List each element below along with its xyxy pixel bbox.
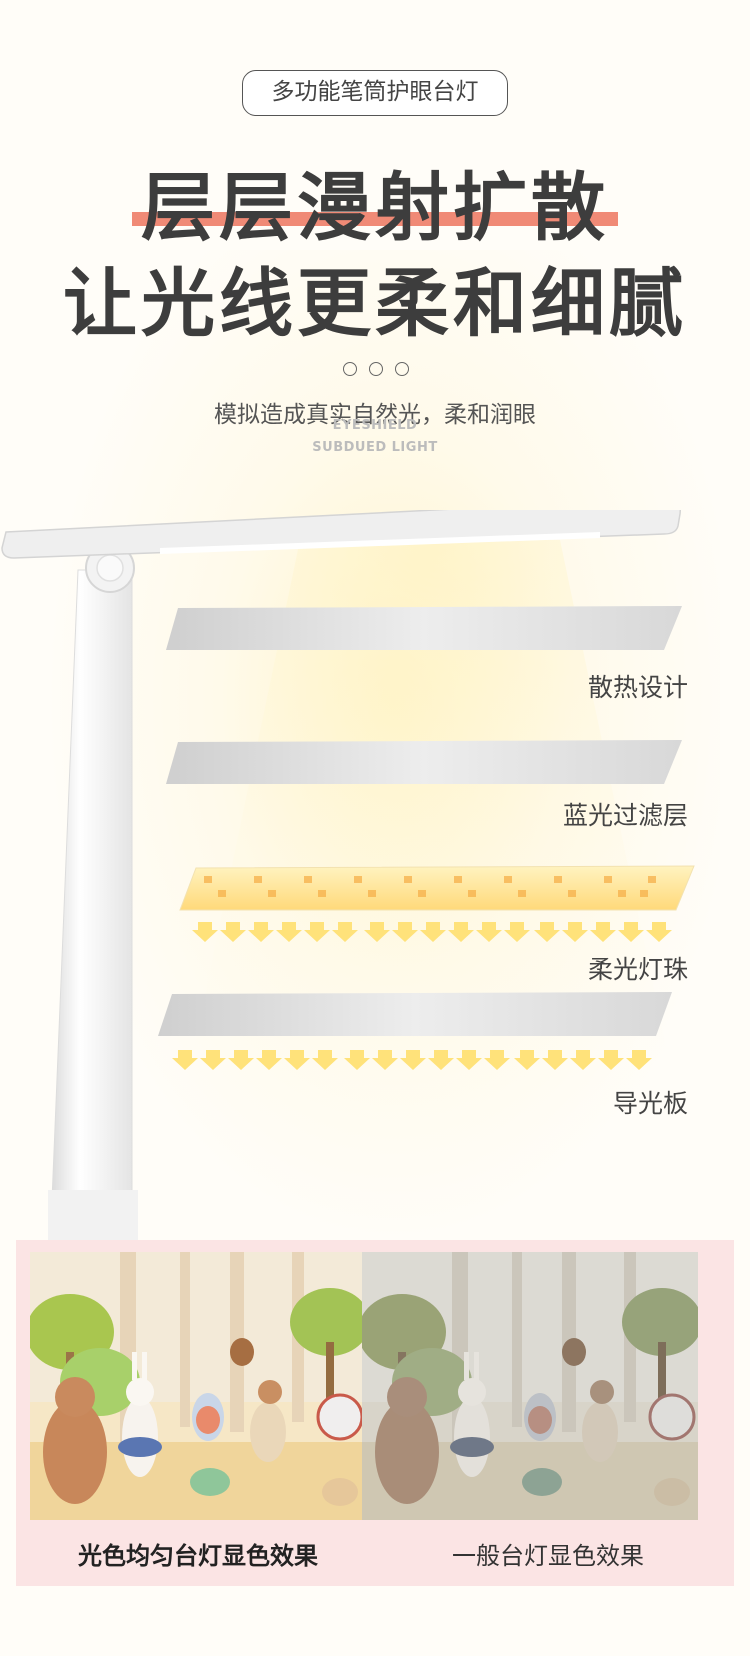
layer-label-heat-dissipation: 散热设计 [587, 673, 688, 702]
layer-label-blue-light-filter: 蓝光过滤层 [562, 801, 688, 830]
vivid-illustration-image [30, 1252, 366, 1520]
ordinary-lamp-caption: 一般台灯显色效果 [452, 1542, 644, 1570]
headline-line-2: 让光线更柔和细腻 [63, 261, 687, 347]
dull-illustration-image [362, 1252, 698, 1520]
english-tagline-1: EYESHIELD [332, 418, 418, 433]
english-tagline-2: SUBDUED LIGHT [312, 440, 438, 455]
headline-line-1: 层层漫射扩散 [141, 165, 609, 251]
subtitle: 模拟造成真实自然光，柔和润眼 [214, 402, 536, 428]
layer-label-soft-led: 柔光灯珠 [587, 955, 688, 984]
vivid-color-caption: 光色均匀台灯显色效果 [78, 1542, 318, 1570]
layer-label-light-guide: 导光板 [612, 1089, 688, 1118]
lamp-illustration [1, 510, 700, 1250]
decorative-dots [343, 362, 409, 376]
comparison-panel: 光色均匀台灯显色效果 一般台灯显色效果 [16, 1240, 734, 1586]
product-tag: 多功能笔筒护眼台灯 [242, 70, 508, 116]
title-highlight-bar [132, 212, 618, 226]
